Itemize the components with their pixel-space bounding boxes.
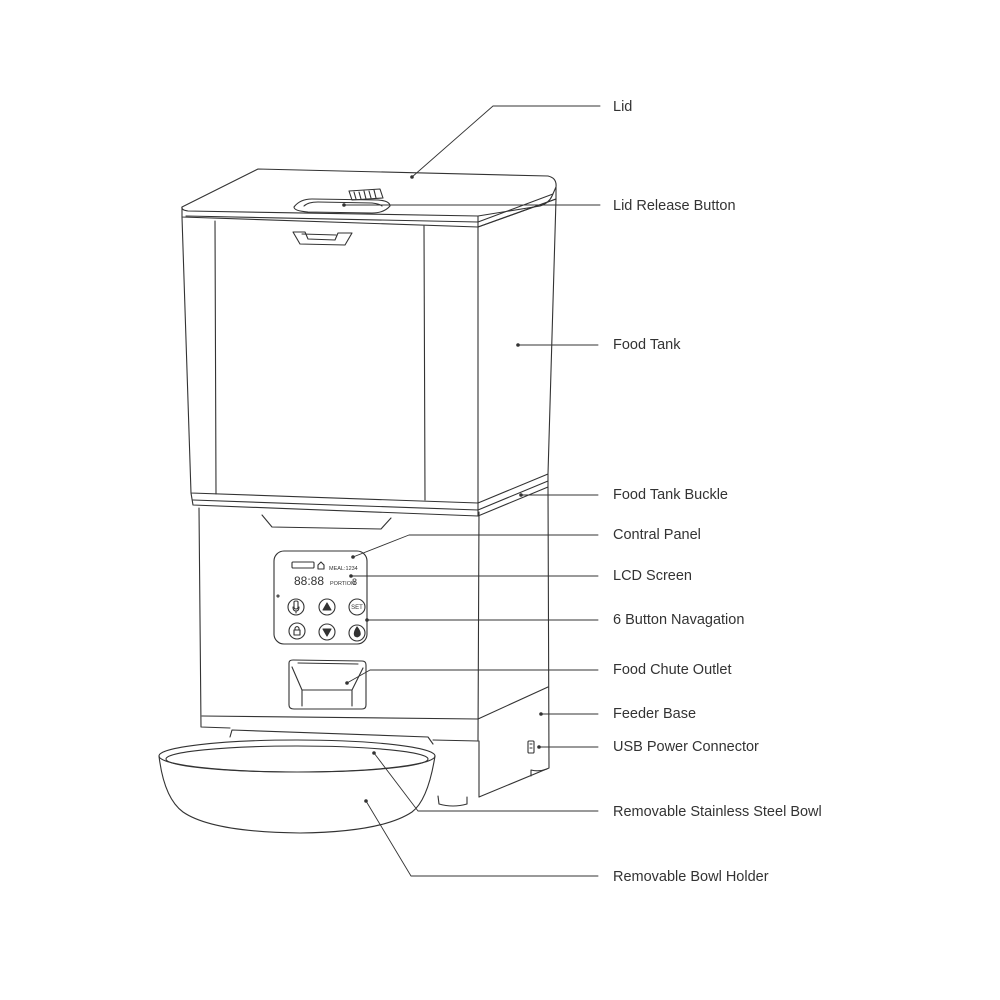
leader-lines [342,105,601,877]
label-stainless-steel-bowl: Removable Stainless Steel Bowl [613,804,822,820]
control-panel: MEAL:1234 88:88 PORTION: 8 SET [273,550,368,645]
mic-button[interactable] [287,598,305,616]
lock-status-icon [317,561,325,570]
label-food-tank: Food Tank [613,337,681,353]
label-lid: Lid [613,99,633,115]
usb-connector [527,740,535,754]
set-button-label: SET [351,605,363,611]
label-lcd-screen: LCD Screen [613,568,692,584]
feeder-base [198,486,550,807]
indicator-light [276,594,280,598]
set-button[interactable]: SET [348,598,366,616]
label-control-panel: Contral Panel [613,527,701,543]
lcd-portion-digit: 8 [352,577,357,587]
bowl-inner-rim [165,745,429,773]
label-food-chute-outlet: Food Chute Outlet [613,662,732,678]
lock-button[interactable] [288,622,306,640]
battery-icon [291,561,315,569]
lcd-portion-text: PORTION: [330,581,357,587]
food-chute-outlet [288,659,367,710]
bowl-rim [158,739,436,773]
label-button-navigation: 6 Button Navagation [613,612,745,628]
feed-button[interactable] [348,624,366,642]
food-tank [181,198,557,517]
up-button[interactable] [318,598,336,616]
bowl-holder-rim [229,729,434,745]
label-usb-power-connector: USB Power Connector [613,739,759,755]
label-feeder-base: Feeder Base [613,706,697,722]
label-lid-release-button: Lid Release Button [613,198,736,214]
lcd-meal-text: MEAL:1234 [329,566,358,572]
lcd-time-digits: 88:88 [294,574,324,588]
removable-bowl [158,729,436,834]
label-bowl-holder: Removable Bowl Holder [613,869,769,885]
lid [181,168,557,228]
down-button[interactable] [318,623,336,641]
control-panel-outline [273,550,368,645]
label-food-tank-buckle: Food Tank Buckle [613,487,728,503]
